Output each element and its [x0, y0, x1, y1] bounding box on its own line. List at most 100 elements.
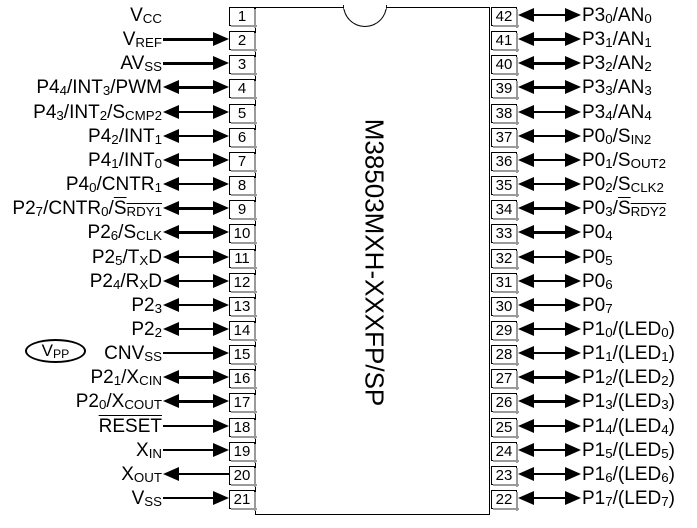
pin-number-26[interactable]: 26 — [491, 393, 519, 415]
pin-label-31: P06 — [582, 270, 613, 292]
arrowhead-left-icon — [518, 442, 534, 457]
pin-connector-33 — [518, 223, 581, 241]
arrowhead-left-icon — [163, 177, 179, 192]
pin-connector-36 — [518, 151, 581, 169]
pin-number-29[interactable]: 29 — [491, 320, 519, 342]
pin-number-3[interactable]: 3 — [229, 55, 257, 77]
chip-part-number: M38503MXH-XXXFP/SP — [256, 8, 491, 516]
pin-label-2: VREF — [122, 29, 162, 51]
pin-number-14[interactable]: 14 — [229, 320, 257, 342]
pin-number-33[interactable]: 33 — [491, 224, 519, 246]
connector-line — [534, 255, 565, 258]
arrowhead-right-icon — [565, 152, 581, 167]
pin-number-17[interactable]: 17 — [229, 393, 257, 415]
pin-number-7[interactable]: 7 — [229, 151, 257, 173]
pin-label-7: P41/INT0 — [88, 149, 162, 171]
connector-line — [179, 158, 213, 162]
connector-line — [163, 352, 213, 355]
pin-label-6: P42/INT1 — [88, 125, 162, 147]
pin-number-42[interactable]: 42 — [491, 7, 519, 28]
arrowhead-left-icon — [518, 201, 534, 216]
pin-number-34[interactable]: 34 — [491, 200, 519, 222]
connector-line — [534, 303, 565, 307]
pin-number-25[interactable]: 25 — [491, 417, 519, 439]
pin-number-1[interactable]: 1 — [229, 7, 257, 28]
arrowhead-left-icon — [163, 152, 179, 167]
pin-connector-30 — [518, 296, 581, 314]
chip-notch-mask — [344, 2, 386, 9]
connector-line — [534, 110, 565, 113]
pin-number-2[interactable]: 2 — [229, 31, 257, 53]
pin-number-8[interactable]: 8 — [229, 176, 257, 198]
pin-number-4[interactable]: 4 — [229, 79, 257, 101]
pin-number-21[interactable]: 21 — [229, 490, 257, 511]
arrowhead-right-icon — [565, 32, 581, 47]
pin-number-19[interactable]: 19 — [229, 441, 257, 463]
pin-label-15: CNVSS — [104, 343, 162, 365]
pin-number-40[interactable]: 40 — [491, 55, 519, 77]
arrowhead-left-icon — [163, 104, 179, 119]
arrowhead-left-icon — [518, 418, 534, 433]
pin-number-39[interactable]: 39 — [491, 79, 519, 101]
pin-number-22[interactable]: 22 — [491, 490, 519, 511]
arrowhead-right-icon — [213, 321, 229, 336]
pin-number-11[interactable]: 11 — [229, 248, 257, 270]
pin-number-18[interactable]: 18 — [229, 417, 257, 439]
pin-number-28[interactable]: 28 — [491, 345, 519, 367]
pin-label-22: P17/(LED7) — [582, 488, 675, 510]
pin-connector-29 — [518, 320, 581, 338]
arrowhead-left-icon — [163, 321, 179, 336]
pin-label-25: P14/(LED4) — [582, 415, 675, 437]
arrowhead-right-icon — [213, 273, 229, 288]
pin-label-24: P15/(LED5) — [582, 439, 675, 461]
pin-number-9[interactable]: 9 — [229, 200, 257, 222]
pin-number-41[interactable]: 41 — [491, 31, 519, 53]
pin-label-16: P21/XCIN — [90, 367, 162, 389]
connector-line — [534, 134, 565, 138]
pin-number-35[interactable]: 35 — [491, 176, 519, 198]
connector-line — [179, 231, 213, 234]
pin-number-24[interactable]: 24 — [491, 441, 519, 463]
pin-number-27[interactable]: 27 — [491, 369, 519, 391]
pin-connector-34 — [518, 199, 581, 217]
arrowhead-left-icon — [163, 201, 179, 216]
pin-number-30[interactable]: 30 — [491, 296, 519, 318]
pin-label-26: P13/(LED3) — [582, 391, 675, 413]
arrowhead-right-icon — [565, 56, 581, 71]
arrowhead-right-icon — [565, 201, 581, 216]
pin-number-10[interactable]: 10 — [229, 224, 257, 246]
pin-connector-13 — [163, 296, 229, 314]
pin-connector-42 — [518, 6, 581, 24]
pin-number-12[interactable]: 12 — [229, 272, 257, 294]
pin-number-31[interactable]: 31 — [491, 272, 519, 294]
pin-number-37[interactable]: 37 — [491, 127, 519, 149]
pin-connector-10 — [163, 223, 229, 241]
pin-label-4: P44/INT3/PWM — [36, 77, 162, 99]
pin-number-5[interactable]: 5 — [229, 103, 257, 125]
connector-line — [179, 110, 213, 113]
pin-label-23: P16/(LED6) — [582, 463, 675, 485]
connector-line — [179, 376, 213, 379]
chip-part-number-text: M38503MXH-XXXFP/SP — [359, 118, 389, 406]
pin-label-21: VSS — [131, 488, 162, 510]
arrowhead-right-icon — [213, 201, 229, 216]
pin-number-15[interactable]: 15 — [229, 345, 257, 367]
connector-line — [534, 424, 565, 427]
pin-number-20[interactable]: 20 — [229, 465, 257, 487]
connector-line — [179, 472, 229, 476]
pin-label-12: P24/RXD — [89, 270, 162, 292]
pin-number-36[interactable]: 36 — [491, 151, 519, 173]
pin-number-32[interactable]: 32 — [491, 248, 519, 270]
pin-number-38[interactable]: 38 — [491, 103, 519, 125]
connector-line — [534, 376, 565, 379]
pin-number-16[interactable]: 16 — [229, 369, 257, 391]
pin-number-13[interactable]: 13 — [229, 296, 257, 318]
arrowhead-left-icon — [163, 297, 179, 312]
connector-line — [179, 207, 213, 210]
pin-number-6[interactable]: 6 — [229, 127, 257, 149]
pin-number-23[interactable]: 23 — [491, 465, 519, 487]
arrowhead-left-icon — [163, 225, 179, 240]
chip-body: M38503MXH-XXXFP/SP — [255, 7, 490, 515]
pin-connector-7 — [163, 151, 229, 169]
connector-line — [163, 424, 213, 427]
